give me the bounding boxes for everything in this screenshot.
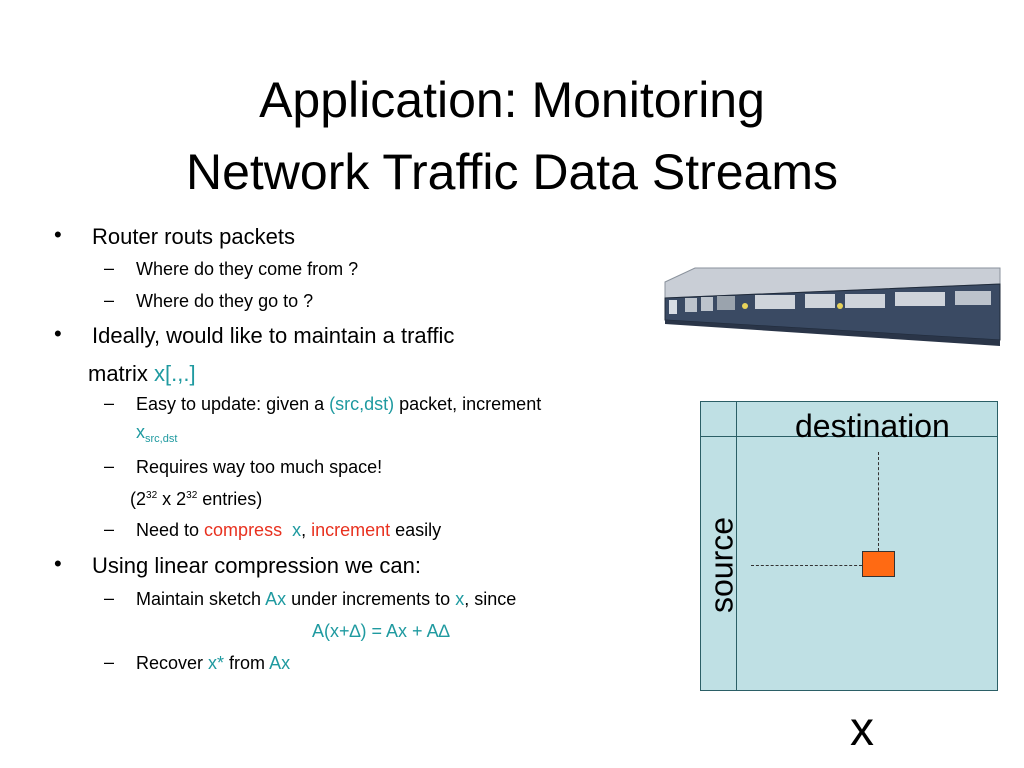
source-guide-line	[751, 565, 862, 566]
subscript: src,dst	[145, 433, 178, 445]
dash-marker: –	[104, 258, 115, 278]
ax-var: Ax	[265, 589, 287, 609]
sub-space-entries: (232 x 232 entries)	[130, 489, 262, 510]
destination-guide-line	[878, 452, 879, 551]
dash-marker: –	[104, 393, 115, 413]
text: Maintain sketch	[136, 589, 266, 609]
text: Need to	[136, 520, 205, 540]
bullet-traffic-matrix-cont: matrix x[.,.]	[88, 361, 196, 387]
dash-marker: –	[104, 588, 115, 608]
matrix-header-line	[700, 436, 998, 437]
matrix-x-label: x	[850, 703, 874, 756]
text: Easy to update: given a	[136, 394, 330, 414]
dash-marker: –	[104, 456, 115, 476]
sub-recover: Recover x* from Ax	[136, 653, 290, 674]
text: ,	[301, 520, 312, 540]
bullet-router: Router routs packets	[92, 224, 295, 249]
src-dst-var: (src,dst)	[329, 394, 395, 414]
matrix-side-line	[736, 401, 737, 691]
router-image	[664, 267, 1001, 346]
sub-come-from: Where do they come from ?	[136, 259, 359, 279]
x-var: x	[455, 589, 465, 609]
bullet-marker: •	[54, 222, 62, 247]
dash-marker: –	[104, 290, 115, 310]
text: Recover	[136, 653, 209, 673]
matrix-var: x[.,.]	[154, 361, 196, 386]
exponent: 32	[186, 490, 198, 501]
compress-word: compress	[204, 520, 283, 540]
text: matrix	[88, 361, 154, 386]
increment-word: increment	[311, 520, 391, 540]
slide-title: Application: Monitoring Network Traffic …	[0, 64, 1024, 208]
ax-var: Ax	[269, 653, 291, 673]
sub-go-to: Where do they go to ?	[136, 291, 314, 311]
text: easily	[390, 520, 442, 540]
x-var: x	[136, 422, 145, 442]
bullet-traffic-matrix: Ideally, would like to maintain a traffi…	[92, 323, 455, 348]
sub-easy-update-cont: xsrc,dst	[136, 422, 177, 445]
sub-maintain-sketch: Maintain sketch Ax under increments to x…	[136, 589, 516, 610]
exponent: 32	[146, 490, 158, 501]
bullet-marker: •	[54, 321, 62, 346]
sub-compress: Need to compress x, increment easily	[136, 520, 441, 541]
traffic-matrix	[700, 401, 998, 691]
text: from	[224, 653, 270, 673]
dash-marker: –	[104, 519, 115, 539]
sub-space: Requires way too much space!	[136, 457, 383, 477]
text: , since	[464, 589, 517, 609]
x-var: x	[292, 520, 302, 540]
text: under increments to	[286, 589, 456, 609]
title-line-2: Network Traffic Data Streams	[185, 144, 839, 200]
dash-marker: –	[104, 652, 115, 672]
text: x 2	[157, 489, 187, 509]
source-label: source	[703, 516, 740, 614]
text: entries)	[197, 489, 263, 509]
title-line-1: Application: Monitoring	[259, 72, 765, 128]
sub-easy-update: Easy to update: given a (src,dst) packet…	[136, 394, 541, 415]
bullet-marker: •	[54, 551, 62, 576]
bullet-linear-compression: Using linear compression we can:	[92, 553, 421, 578]
xstar-var: x*	[208, 653, 225, 673]
destination-label: destination	[795, 408, 950, 444]
linearity-formula: A(x+∆) = Ax + A∆	[312, 621, 450, 641]
text: (2	[130, 489, 147, 509]
matrix-cell	[862, 551, 895, 577]
text: packet, increment	[394, 394, 542, 414]
